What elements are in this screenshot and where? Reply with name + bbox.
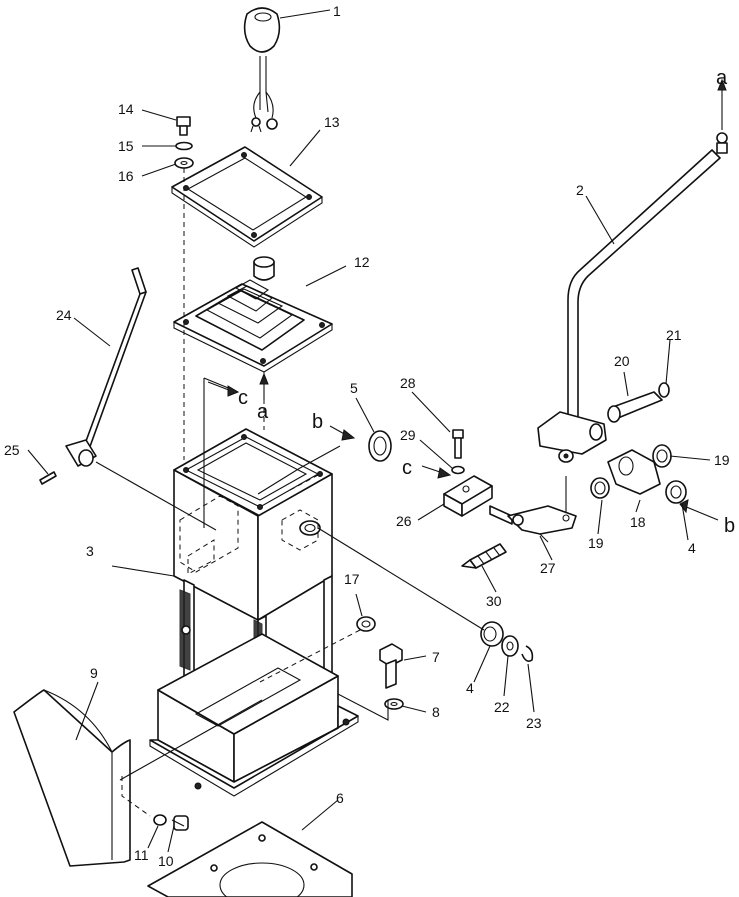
ref-c-mid: c [402,457,412,479]
callout-30: 30 [486,593,502,609]
callout-25: 25 [4,442,20,458]
cover-plate [171,146,323,248]
callout-27: 27 [540,560,556,576]
callout-8: 8 [432,704,440,720]
housing [149,428,359,797]
bushing-washer-clip [480,621,534,662]
clamp-block [443,429,493,517]
callout-22: 22 [494,699,510,715]
callout-4-lower: 4 [466,680,474,696]
side-cover [13,689,131,867]
callout-14: 14 [118,101,134,117]
callout-9: 9 [90,665,98,681]
callout-19-right: 19 [714,452,730,468]
callout-24: 24 [56,307,72,323]
reference-letters: a a b b c c [238,67,735,537]
callout-18: 18 [630,514,646,530]
callout-19-left: 19 [588,535,604,551]
callout-3: 3 [86,543,94,559]
callout-28: 28 [400,375,416,391]
shift-knob [243,7,281,133]
callout-7: 7 [432,649,440,665]
callout-10: 10 [158,853,174,869]
rubber-boot [173,256,333,373]
ref-c-left: c [238,387,248,409]
callout-1: 1 [333,3,341,19]
assembly-lines [95,168,567,817]
callout-numbers: 1 2 3 4 4 5 6 7 8 9 10 11 12 13 14 15 16… [4,3,730,869]
callout-15: 15 [118,138,134,154]
leader-lines [27,9,711,853]
callout-20: 20 [614,353,630,369]
callout-21: 21 [666,327,682,343]
lever [39,267,147,485]
callout-23: 23 [526,715,542,731]
callout-13: 13 [324,114,340,130]
bolt-washer-10-11 [153,814,189,831]
bolt-washers-14-16 [174,116,194,169]
callout-16: 16 [118,168,134,184]
callout-17: 17 [344,571,360,587]
callout-26: 26 [396,513,412,529]
callout-11: 11 [134,847,149,863]
gasket [147,821,353,897]
ref-b-right: b [724,515,735,537]
shift-rod [537,132,728,463]
parts-7-8-17 [356,616,404,710]
yoke-and-bushings [590,382,687,504]
callout-5: 5 [350,380,358,396]
callout-29: 29 [400,427,416,443]
callout-2: 2 [576,182,584,198]
ref-a-top: a [716,67,728,89]
ref-b-left: b [312,411,323,433]
bushing-5 [368,430,392,462]
ref-a-mid: a [257,401,269,423]
reference-arrows [207,78,727,521]
callout-4-right: 4 [688,540,696,556]
callout-6: 6 [336,790,344,806]
callout-12: 12 [354,254,370,270]
link-27-spring-30 [461,505,577,569]
